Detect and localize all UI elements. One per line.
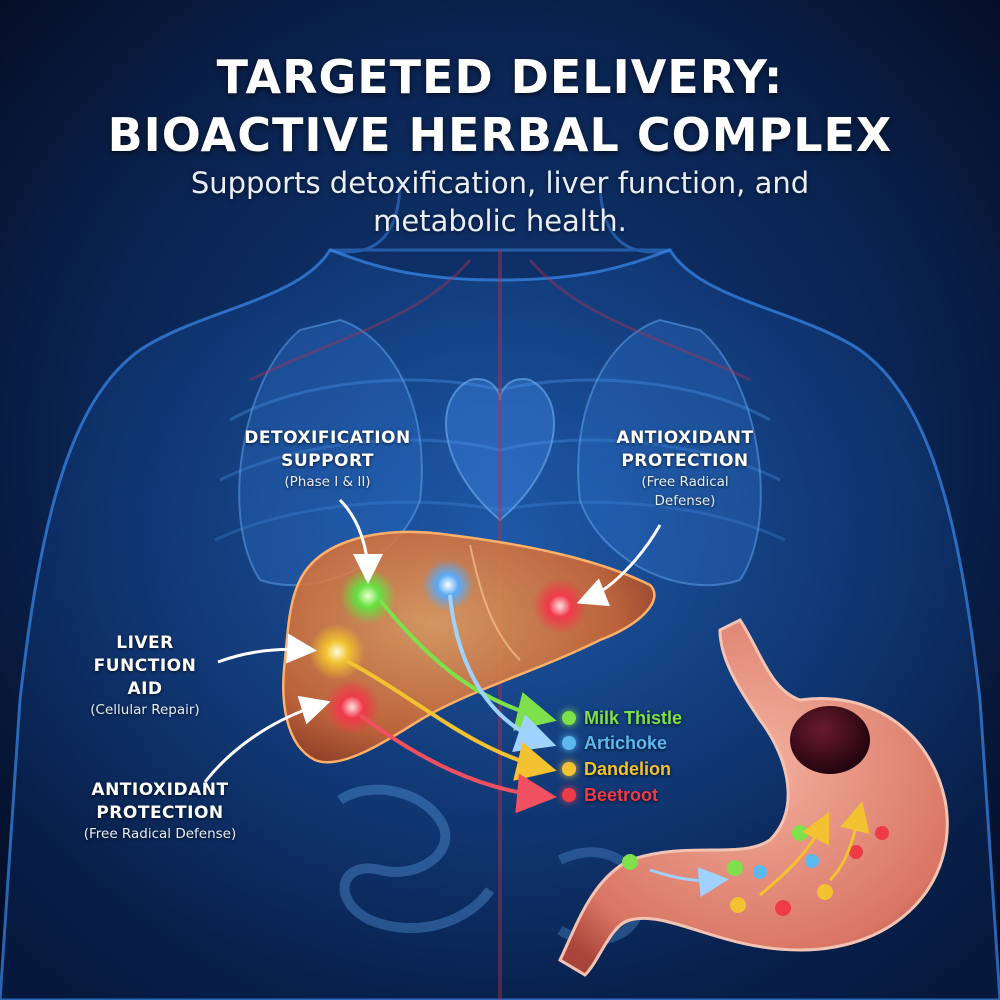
legend-label-milk-thistle: Milk Thistle [584,707,683,728]
antioxidant-bottom-line1: ANTIOXIDANT [91,780,229,800]
artichoke-flow-arrow [448,594,557,752]
detox-callout: DETOXIFICATION SUPPORT (Phase I & II) [215,427,440,492]
legend-item-beetroot: Beetroot [562,782,658,808]
dandelion-glow [309,624,365,680]
liver-function-sub: (Cellular Repair) [90,702,200,718]
antioxidant-top-line2: PROTECTION [621,451,749,471]
beetroot-glow-2 [532,578,588,634]
legend-label-dandelion: Dandelion [584,758,672,779]
antioxidant-bottom-line2: PROTECTION [96,803,224,823]
antioxidant-bottom-callout-arrow [203,695,331,783]
liver-function-line3: AID [127,679,163,699]
legend-label-beetroot: Beetroot [584,784,659,805]
antioxidant-top-sub2: Defense) [654,493,716,509]
stomach-particles [622,801,889,916]
dandelion-dot-icon [562,762,576,776]
title-line-1: TARGETED DELIVERY: [216,50,784,104]
detox-callout-arrow [338,498,383,584]
antioxidant-top-line1: ANTIOXIDANT [616,428,754,448]
liver-function-line2: FUNCTION [93,656,197,676]
subtitle-line-1: Supports detoxification, liver function,… [190,166,810,200]
legend-item-milk-thistle: Milk Thistle [562,705,682,731]
detox-callout-sub: (Phase I & II) [284,474,371,490]
liver-function-callout: LIVER FUNCTION AID (Cellular Repair) [70,632,220,720]
antioxidant-top-callout-arrow [576,524,662,607]
antioxidant-bottom-sub: (Free Radical Defense) [83,826,237,842]
dandelion-flow-arrow [344,658,557,781]
beetroot-dot-icon [562,788,576,802]
beetroot-flow-arrow [358,713,557,814]
artichoke-dot-icon [562,736,576,750]
legend-item-artichoke: Artichoke [562,730,667,756]
antioxidant-top-callout: ANTIOXIDANT PROTECTION (Free Radical Def… [585,427,785,511]
artichoke-glow [422,559,474,611]
detox-callout-line1: DETOXIFICATION [244,428,411,448]
detox-callout-line2: SUPPORT [281,451,374,471]
liver-function-callout-arrow [217,633,317,664]
milk-thistle-dot-icon [562,711,576,725]
liver-function-line1: LIVER [116,633,174,653]
subtitle-line-2: metabolic health. [373,204,627,238]
legend-label-artichoke: Artichoke [584,732,668,753]
legend-item-dandelion: Dandelion [562,756,671,782]
antioxidant-bottom-callout: ANTIOXIDANT PROTECTION (Free Radical Def… [55,779,265,844]
milk-thistle-flow-arrow [378,598,557,731]
gummy-supplement [790,706,870,774]
beetroot-glow [324,679,380,735]
milk-thistle-glow [340,568,396,624]
antioxidant-top-sub1: (Free Radical [641,474,729,490]
stomach-organ [558,618,949,977]
title-line-2: BIOACTIVE HERBAL COMPLEX [107,108,893,162]
